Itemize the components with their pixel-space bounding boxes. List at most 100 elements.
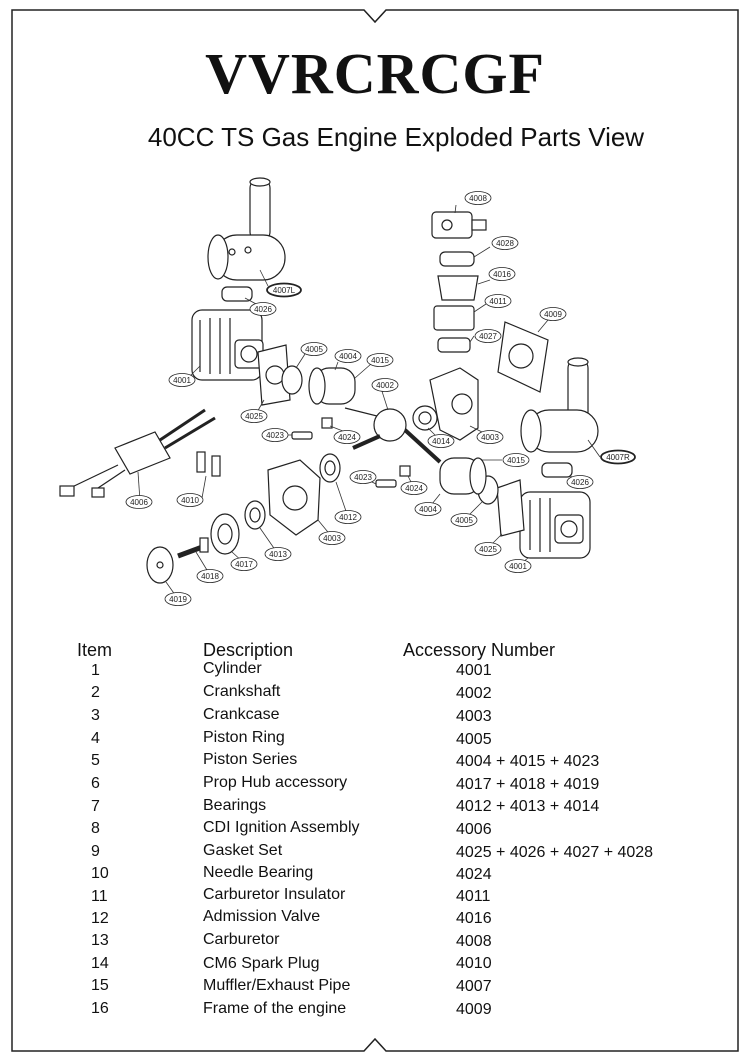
part-callout-4004: 4004 <box>334 349 362 363</box>
part-callout-4026: 4026 <box>566 475 594 489</box>
part-callout-4001: 4001 <box>168 373 196 387</box>
row-15-item: 15 <box>91 977 109 994</box>
part-callout-4013: 4013 <box>264 547 292 561</box>
row-3-item: 3 <box>91 707 100 724</box>
part-callout-label: 4008 <box>469 194 487 203</box>
part-callout-label: 4005 <box>305 345 323 354</box>
piston-pin-right-part <box>375 479 397 488</box>
part-callout-label: 4023 <box>354 473 372 482</box>
row-12-item: 12 <box>91 910 109 927</box>
gasket-cylinder-right-part <box>496 479 525 537</box>
row-2-description: Crankshaft <box>203 683 281 700</box>
row-16-accessory: 4009 <box>456 1001 492 1018</box>
exploded-parts-diagram: 4008402840164011402740094007L40264001400… <box>59 177 636 606</box>
part-callout-4015: 4015 <box>366 353 394 367</box>
row-1-item: 1 <box>91 662 100 679</box>
part-callout-label: 4007L <box>273 286 296 295</box>
part-callout-4016: 4016 <box>488 267 516 281</box>
row-12-description: Admission Valve <box>203 908 321 925</box>
row-8-description: CDI Ignition Assembly <box>203 819 360 836</box>
gasket-carb-part <box>439 251 475 267</box>
row-14-description: CM6 Spark Plug <box>203 955 320 972</box>
part-callout-label: 4019 <box>169 595 187 604</box>
gasket-right-part <box>541 462 573 478</box>
part-callout-4023: 4023 <box>349 470 377 484</box>
table-header-item: Item <box>77 640 113 660</box>
piston-ring-left-part <box>281 365 303 395</box>
part-callout-4005: 4005 <box>300 342 328 356</box>
part-callout-label: 4015 <box>371 356 389 365</box>
part-callout-4019: 4019 <box>164 592 192 606</box>
row-13-description: Carburetor <box>203 931 280 948</box>
part-callout-4007r: 4007R <box>600 449 636 465</box>
part-callout-label: 4014 <box>432 437 450 446</box>
row-15-description: Muffler/Exhaust Pipe <box>203 977 351 994</box>
row-3-accessory: 4003 <box>456 708 492 725</box>
row-2-accessory: 4002 <box>456 685 492 702</box>
muffler-left-part <box>207 177 286 281</box>
part-callout-label: 4015 <box>507 456 525 465</box>
part-callout-4014: 4014 <box>427 434 455 448</box>
row-9-description: Gasket Set <box>203 842 283 859</box>
part-callout-4012: 4012 <box>334 510 362 524</box>
bearing-rear-part <box>412 405 438 431</box>
crankshaft-part <box>344 407 442 464</box>
prop-shaft-part <box>177 537 209 559</box>
row-7-accessory: 4012 + 4013 + 4014 <box>456 798 600 815</box>
row-13-item: 13 <box>91 932 109 949</box>
part-callout-4004: 4004 <box>414 502 442 516</box>
piston-left-part <box>308 367 356 405</box>
part-callout-label: 4001 <box>173 376 191 385</box>
row-9-accessory: 4025 + 4026 + 4027 + 4028 <box>456 844 654 861</box>
part-callout-label: 4003 <box>323 534 341 543</box>
table-header-description: Description <box>203 640 294 660</box>
part-callout-label: 4004 <box>339 352 357 361</box>
part-callout-label: 4007R <box>606 453 630 462</box>
part-callout-label: 4016 <box>493 270 511 279</box>
part-callout-label: 4018 <box>201 572 219 581</box>
part-callout-4002: 4002 <box>371 378 399 392</box>
admission-valve-part <box>437 275 479 301</box>
page-subtitle: 40CC TS Gas Engine Exploded Parts View <box>147 122 645 152</box>
part-callout-4007l: 4007L <box>266 282 302 298</box>
part-callout-label: 4005 <box>455 516 473 525</box>
part-callout-4015: 4015 <box>502 453 530 467</box>
part-callout-label: 4002 <box>376 381 394 390</box>
row-5-item: 5 <box>91 752 100 769</box>
part-callout-label: 4025 <box>245 412 263 421</box>
needle-bearing-right-part <box>399 465 411 477</box>
brand-title: VVRCRCGF <box>205 41 545 106</box>
gasket-left-part <box>221 286 253 302</box>
part-callout-label: 4009 <box>544 310 562 319</box>
part-callout-label: 4001 <box>509 562 527 571</box>
row-15-accessory: 4007 <box>456 978 492 995</box>
table-header-accessory: Accessory Number <box>403 640 556 660</box>
cylinder-left-part <box>191 309 264 381</box>
part-callout-label: 4003 <box>481 433 499 442</box>
row-1-description: Cylinder <box>203 660 262 677</box>
part-callout-label: 4026 <box>254 305 272 314</box>
gasket-insulator-part <box>437 337 471 353</box>
part-callout-4006: 4006 <box>125 495 153 509</box>
piston-pin-left-part <box>291 431 313 440</box>
part-callout-4026: 4026 <box>249 302 277 316</box>
row-14-item: 14 <box>91 955 109 972</box>
row-16-item: 16 <box>91 1000 109 1017</box>
part-callout-label: 4010 <box>181 496 199 505</box>
row-2-item: 2 <box>91 684 100 701</box>
row-9-item: 9 <box>91 843 100 860</box>
muffler-right-part <box>520 357 599 453</box>
part-callout-4011: 4011 <box>484 294 512 308</box>
part-callout-4025: 4025 <box>240 409 268 423</box>
row-10-accessory: 4024 <box>456 866 492 883</box>
row-11-accessory: 4011 <box>456 888 491 905</box>
bearing-mid-part <box>244 500 266 530</box>
row-8-accessory: 4006 <box>456 821 492 838</box>
row-10-description: Needle Bearing <box>203 864 314 881</box>
part-callout-4003: 4003 <box>318 531 346 545</box>
spark-plug-part <box>196 451 221 477</box>
row-10-item: 10 <box>91 865 109 882</box>
row-4-description: Piston Ring <box>203 729 285 746</box>
row-16-description: Frame of the engine <box>203 1000 347 1017</box>
